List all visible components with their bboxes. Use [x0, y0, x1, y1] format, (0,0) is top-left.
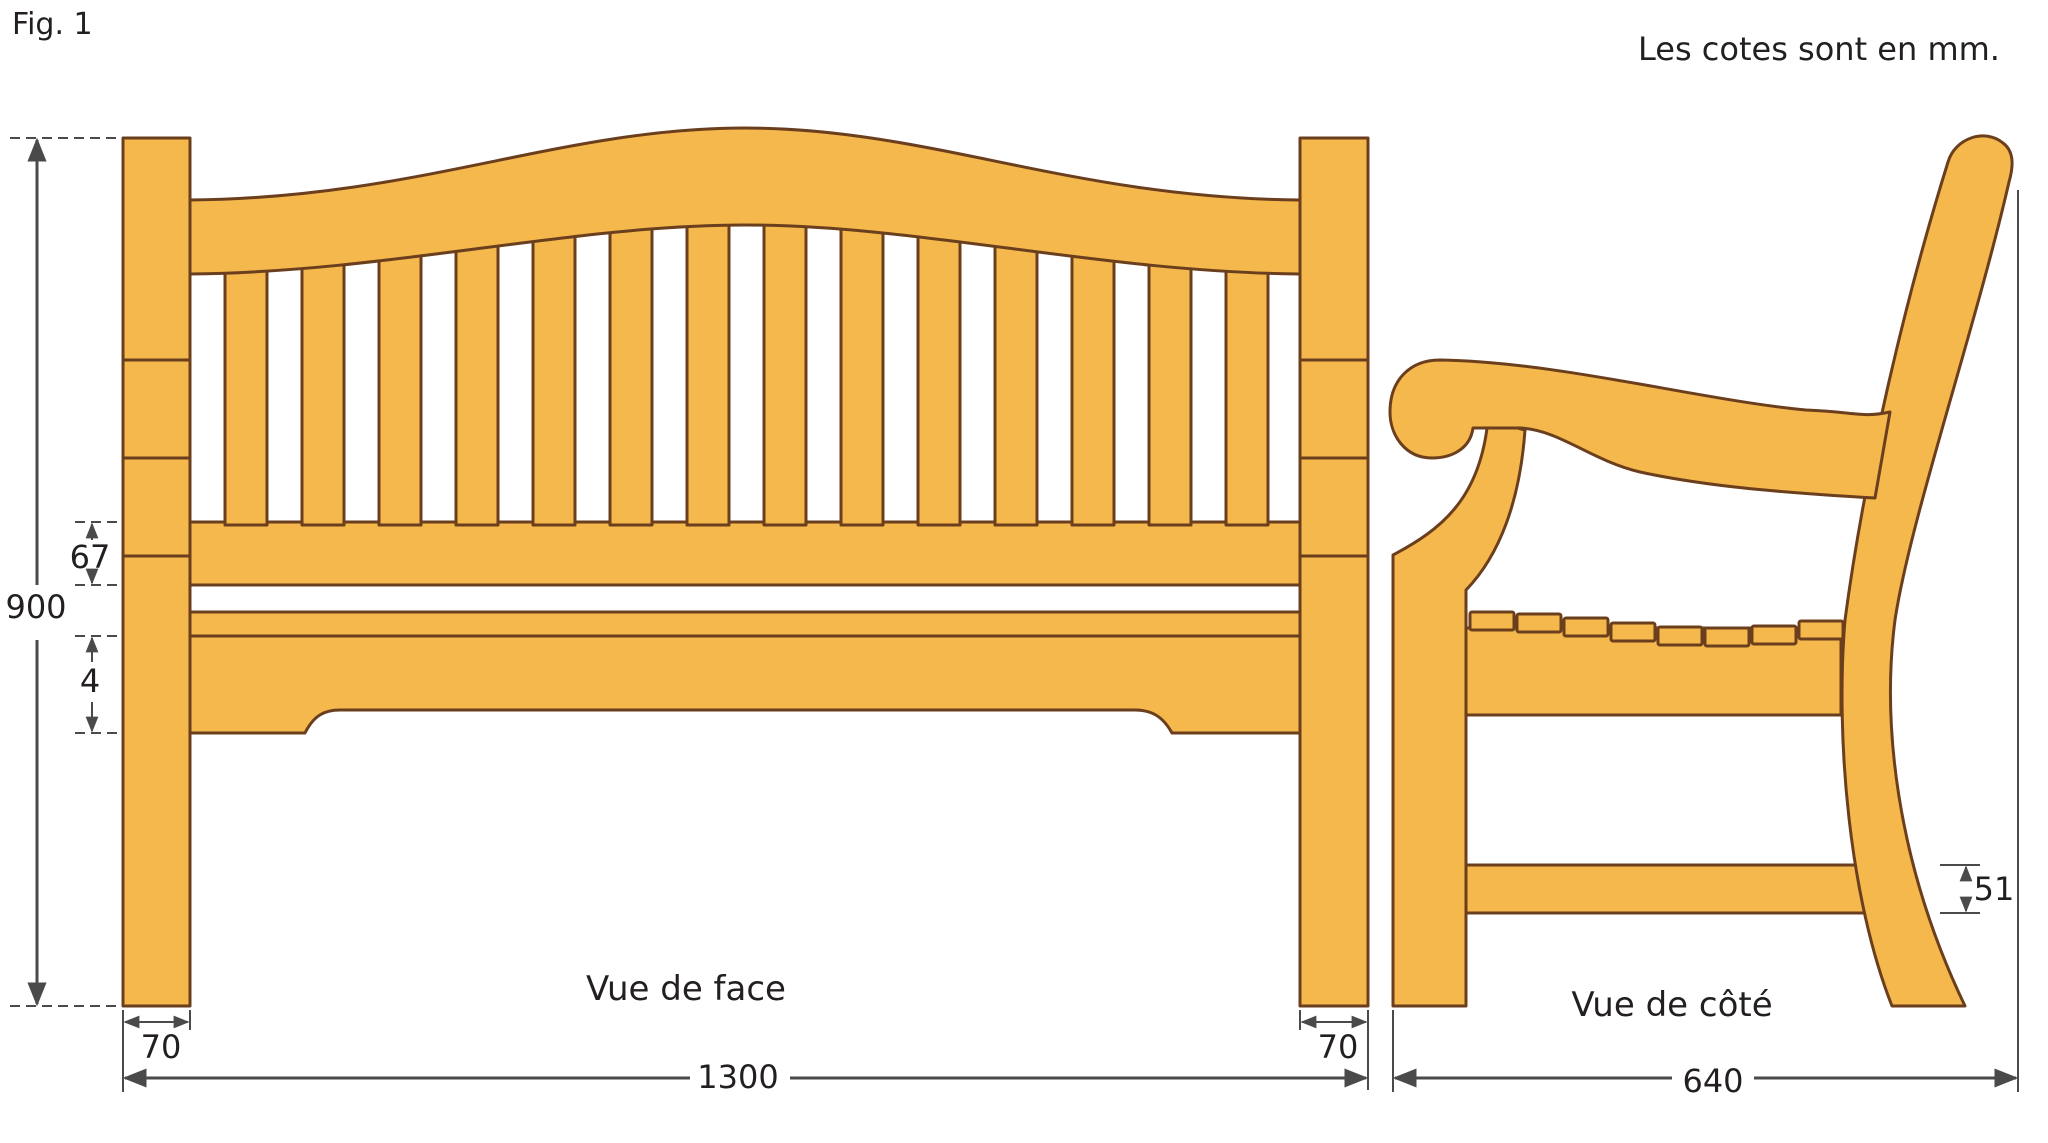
seat-slat — [1703, 626, 1751, 648]
dimension-total-width: 1300 — [122, 1040, 1369, 1096]
side-rear-leg — [1840, 134, 2014, 1008]
dimension-height-label: 900 — [5, 588, 66, 626]
figure-label: Fig. 1 — [12, 7, 93, 42]
back-slat — [1070, 213, 1116, 527]
back-slat — [916, 213, 962, 527]
side-seat-rail — [1464, 626, 1843, 717]
seat-slat — [1797, 619, 1845, 641]
seat-slat — [1562, 616, 1610, 638]
seat-slat — [1750, 624, 1798, 646]
dimension-left-post-label: 70 — [141, 1028, 182, 1066]
dimension-right-post-label: 70 — [1318, 1028, 1359, 1066]
back-slat — [531, 213, 577, 527]
back-slat — [762, 213, 808, 527]
dimension-back-rail: 67 — [70, 521, 123, 586]
front-top-rail — [188, 126, 1302, 276]
dimension-stretcher-label: 51 — [1974, 870, 2015, 908]
side-front-leg — [1391, 418, 1527, 1008]
seat-slat — [1468, 610, 1516, 632]
front-seat-slat — [188, 610, 1302, 638]
dimension-right-post: 70 — [1299, 1010, 1369, 1090]
dimension-depth-label: 640 — [1682, 1062, 1743, 1100]
dimension-total-width-label: 1300 — [697, 1058, 778, 1096]
side-stretcher — [1464, 863, 1878, 915]
dimension-seat-rail-label: 4 — [80, 662, 100, 700]
side-armrest — [1388, 358, 1892, 500]
units-note: Les cotes sont en mm. — [1638, 30, 2000, 68]
dimension-left-post: 70 — [122, 1010, 191, 1066]
seat-slat — [1515, 612, 1563, 634]
dimension-depth: 640 — [1392, 190, 2019, 1100]
seat-slat — [1609, 621, 1657, 643]
dimension-seat-rail: 4 — [75, 635, 123, 734]
back-slat — [685, 213, 731, 527]
front-view-caption: Vue de face — [586, 969, 786, 1009]
front-apron — [188, 634, 1302, 735]
back-slat — [839, 213, 885, 527]
back-slat — [608, 213, 654, 527]
dimension-stretcher: 51 — [1940, 864, 2015, 914]
left-post — [121, 136, 192, 1008]
back-slat — [993, 213, 1039, 527]
front-view: 900 67 4 70 70 — [5, 126, 1370, 1096]
right-post — [1298, 136, 1370, 1008]
front-lower-back-rail — [188, 520, 1302, 587]
seat-slat — [1656, 625, 1704, 647]
dimension-back-rail-label: 67 — [70, 538, 111, 576]
side-view-caption: Vue de côté — [1571, 985, 1772, 1025]
side-view: 51 640 Vue de côté — [1388, 134, 2019, 1100]
dimension-height: 900 — [5, 137, 123, 1007]
back-slat — [454, 213, 500, 527]
side-seat-slats — [1468, 610, 1845, 648]
